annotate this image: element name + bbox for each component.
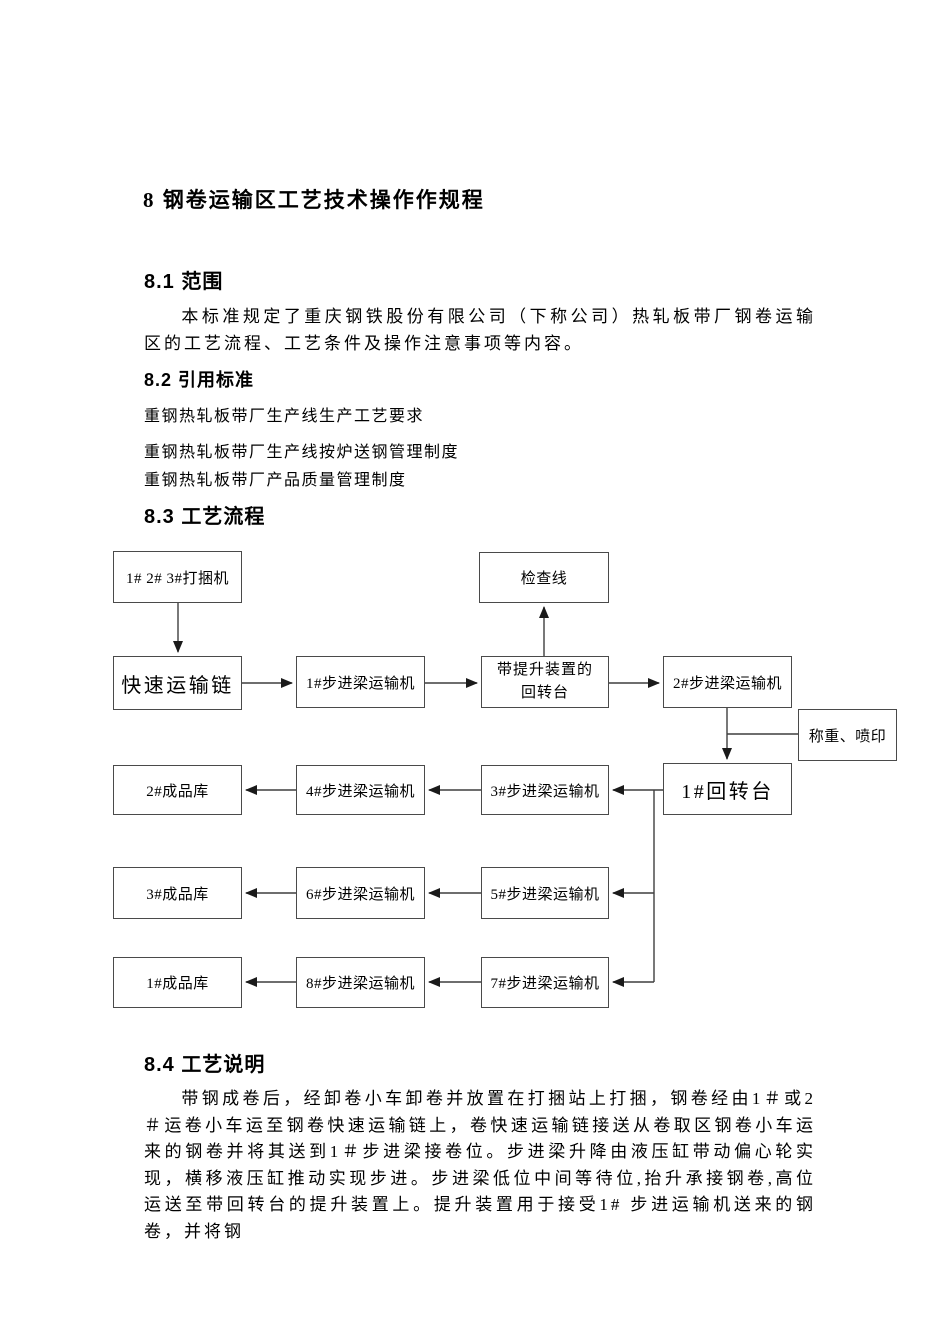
document-title: 8 钢卷运输区工艺技术操作作规程 (143, 188, 485, 212)
flow-node-walking-beam-6: 6#步进梁运输机 (296, 867, 425, 919)
flow-node-label: 称重、喷印 (808, 728, 887, 745)
flow-node-label: 3#成品库 (146, 886, 209, 903)
flow-node-warehouse-1: 1#成品库 (113, 957, 242, 1008)
flow-node-label: 回转台 (520, 685, 569, 701)
flow-node-label: 5#步进梁运输机 (490, 886, 600, 903)
flow-node-label: 快速运输链 (121, 674, 234, 697)
flow-node-inspection-line: 检查线 (479, 552, 609, 603)
flow-node-walking-beam-1: 1#步进梁运输机 (296, 656, 425, 708)
flow-node-label: 带提升装置的 (496, 662, 593, 678)
flow-node-label: 1#成品库 (146, 976, 209, 992)
flow-node-label: 7#步进梁运输机 (490, 976, 600, 992)
flow-node-walking-beam-8: 8#步进梁运输机 (296, 957, 425, 1008)
paragraph-8-1: 本标准规定了重庆钢铁股份有限公司（下称公司）热轧板带厂钢卷运输区的工艺流程、工艺… (144, 307, 816, 353)
flow-node-warehouse-3: 3#成品库 (113, 867, 242, 919)
flow-node-label: 1#回转台 (681, 780, 774, 803)
reference-item: 重钢热轧板带厂产品质量管理制度 (144, 472, 407, 489)
heading-8-4: 8.4 工艺说明 (144, 1054, 266, 1076)
flow-node-turntable-1: 1#回转台 (663, 763, 792, 815)
flow-node-label: 2#成品库 (146, 783, 209, 800)
heading-8-2: 8.2 引用标准 (144, 370, 255, 390)
flow-node-warehouse-2: 2#成品库 (113, 765, 242, 815)
reference-item: 重钢热轧板带厂生产线生产工艺要求 (144, 408, 425, 425)
flow-node-lift-turntable: 带提升装置的 回转台 (481, 656, 609, 708)
flow-node-label: 6#步进梁运输机 (305, 886, 415, 903)
flow-node-label: 3#步进梁运输机 (490, 783, 600, 800)
flow-node-bundlers: 1# 2# 3#打捆机 (113, 551, 242, 603)
paragraph-8-4: 带钢成卷后，经卸卷小车卸卷并放置在打捆站上打捆，钢卷经由1＃或2＃运卷小车运至钢… (144, 1089, 816, 1241)
heading-8-3: 8.3 工艺流程 (144, 506, 266, 528)
flow-node-walking-beam-4: 4#步进梁运输机 (296, 765, 425, 815)
flow-node-label: 1# 2# 3#打捆机 (125, 570, 229, 587)
flow-node-label: 检查线 (520, 571, 568, 587)
flow-node-walking-beam-5: 5#步进梁运输机 (481, 867, 609, 919)
flow-node-label: 4#步进梁运输机 (305, 783, 415, 800)
flow-node-walking-beam-2: 2#步进梁运输机 (663, 656, 792, 708)
flow-node-fast-transport-chain: 快速运输链 (113, 656, 242, 710)
heading-8-1: 8.1 范围 (144, 271, 224, 293)
flow-node-walking-beam-7: 7#步进梁运输机 (481, 957, 609, 1008)
flow-node-label: 1#步进梁运输机 (305, 675, 415, 692)
flow-node-weigh-print: 称重、喷印 (798, 709, 897, 761)
flow-node-label: 8#步进梁运输机 (305, 976, 415, 992)
flow-node-label: 2#步进梁运输机 (672, 675, 782, 692)
flow-node-walking-beam-3: 3#步进梁运输机 (481, 765, 609, 815)
reference-item: 重钢热轧板带厂生产线按炉送钢管理制度 (144, 444, 460, 461)
